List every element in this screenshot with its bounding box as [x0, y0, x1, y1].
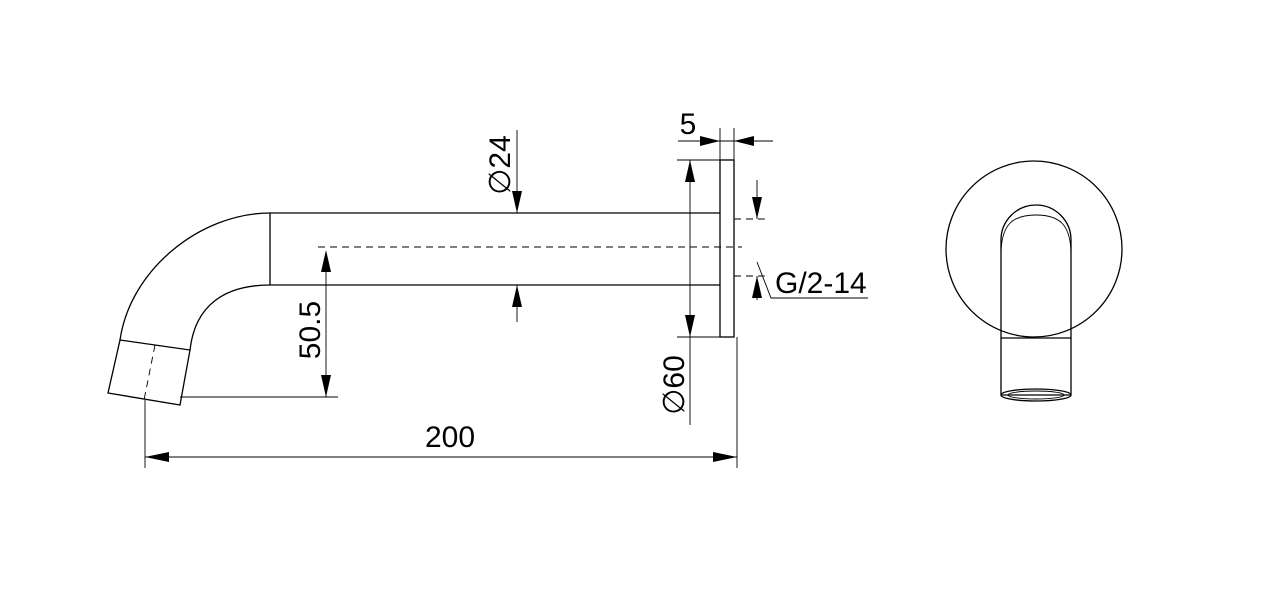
flange-diameter-value: 60 [658, 355, 691, 388]
spout-inner-curve [1000, 214, 1072, 256]
spout-outer-arc [119, 212, 271, 341]
flange-diameter-label: ∅60 [658, 355, 691, 415]
dimension-length: 200 [144, 337, 738, 468]
aerator-outline [107, 339, 191, 406]
aerator-outlet-ring [1000, 388, 1072, 402]
dimension-height-label: 50.5 [294, 301, 327, 359]
dimension-pipe-diameter: ∅24 [484, 130, 522, 322]
flange-circle [945, 160, 1123, 338]
arrow-height-bottom [321, 375, 331, 397]
thread-label: G/2-14 [775, 267, 867, 300]
pipe-diameter-label: ∅24 [484, 135, 517, 195]
arrow-thread-top [752, 197, 762, 219]
spout-body-front [1000, 204, 1072, 338]
arrow-flange-bottom [685, 315, 695, 337]
arrow-thickness-right [734, 136, 754, 146]
diameter-symbol: ∅ [484, 169, 517, 195]
aerator-front-body [1000, 338, 1072, 396]
thread-leader-line [756, 261, 868, 299]
aerator-outlet-inner [1007, 390, 1065, 400]
arrow-pipe-top [512, 191, 522, 213]
diameter-symbol: ∅ [658, 389, 691, 415]
arrow-pipe-bottom [512, 285, 522, 307]
pipe-diameter-value: 24 [484, 135, 517, 168]
arrow-thread-bottom [752, 276, 762, 298]
aerator-hidden-line [143, 344, 156, 401]
arrow-right [713, 452, 737, 462]
dimension-flange-thickness: 5 [678, 108, 773, 160]
dimension-thread: G/2-14 [752, 180, 868, 300]
spout-inner-arc [189, 284, 271, 351]
flange-thickness-label: 5 [680, 108, 697, 141]
dimension-height: 50.5 [294, 250, 331, 397]
wall-flange [719, 159, 735, 338]
arrow-height-top [321, 250, 331, 272]
side-view [107, 159, 765, 406]
dimension-length-label: 200 [425, 421, 475, 454]
arrow-thickness-left [700, 136, 720, 146]
front-view [945, 160, 1123, 402]
dimension-flange-diameter: ∅60 [658, 159, 720, 425]
arrow-flange-top [685, 160, 695, 182]
arrow-left [145, 452, 169, 462]
